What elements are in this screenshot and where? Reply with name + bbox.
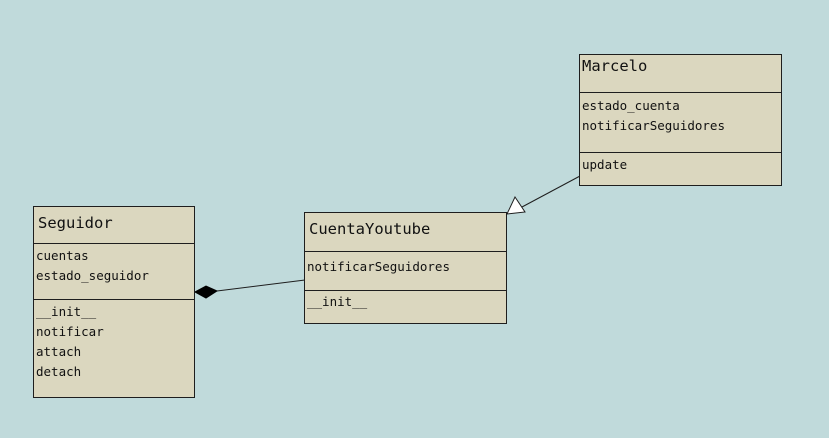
class-cuenta-youtube-name-section: CuentaYoutube: [305, 213, 506, 251]
method: __init__: [36, 304, 97, 319]
class-marcelo-name: Marcelo: [582, 57, 648, 75]
method: detach: [36, 364, 82, 379]
class-marcelo[interactable]: Marcelo estado_cuenta notificarSeguidore…: [579, 54, 782, 186]
method: notificar: [36, 324, 104, 339]
generalization-line: [521, 175, 581, 208]
attribute: estado_seguidor: [36, 268, 149, 283]
class-cuenta-youtube-methods: __init__: [305, 290, 506, 312]
class-seguidor-methods: __init__ notificar attach detach: [34, 299, 194, 382]
method: __init__: [307, 294, 368, 309]
generalization-arrowhead: [506, 195, 526, 215]
attribute: notificarSeguidores: [582, 118, 725, 133]
class-cuenta-youtube-attributes: notificarSeguidores: [305, 251, 506, 290]
class-marcelo-name-section: Marcelo: [580, 55, 781, 92]
attribute: notificarSeguidores: [307, 259, 450, 274]
class-marcelo-attributes: estado_cuenta notificarSeguidores: [580, 92, 781, 152]
class-cuenta-youtube-name: CuentaYoutube: [309, 220, 431, 238]
method: update: [582, 157, 628, 172]
class-cuenta-youtube[interactable]: CuentaYoutube notificarSeguidores __init…: [304, 212, 507, 324]
attribute: estado_cuenta: [582, 98, 680, 113]
class-marcelo-methods: update: [580, 152, 781, 175]
composition-diamond: [193, 285, 219, 299]
class-seguidor[interactable]: Seguidor cuentas estado_seguidor __init_…: [33, 206, 195, 398]
composition-line: [216, 279, 306, 292]
class-seguidor-attributes: cuentas estado_seguidor: [34, 243, 194, 299]
class-seguidor-name-section: Seguidor: [34, 207, 194, 243]
class-seguidor-name: Seguidor: [38, 214, 113, 232]
attribute: cuentas: [36, 248, 89, 263]
method: attach: [36, 344, 82, 359]
